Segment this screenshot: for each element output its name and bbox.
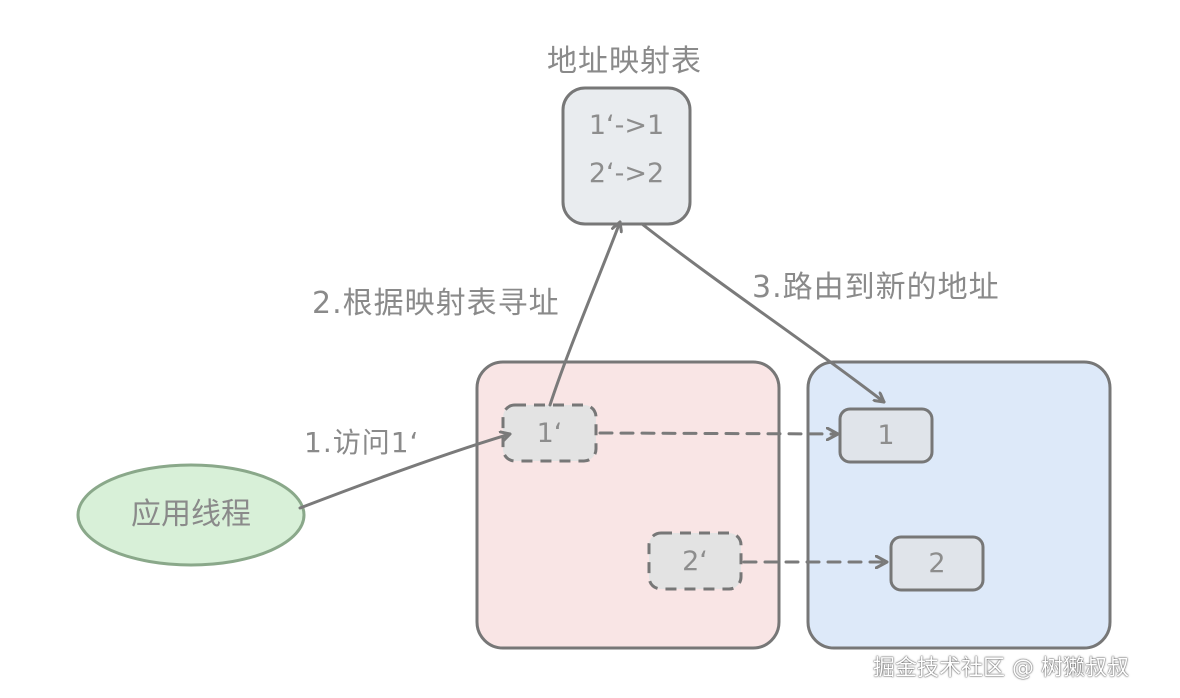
arrow-mapping-to-new-slot: [640, 222, 886, 404]
mapping-table-title: 地址映射表: [547, 44, 702, 79]
mapping-row-1: 1‘->1: [588, 110, 665, 141]
thread-ellipse: [76, 463, 306, 567]
arrow-old-slot-to-mapping: [548, 220, 620, 407]
mapping-row-2: 2‘->2: [588, 158, 665, 189]
new-slot-1-label: 1: [877, 420, 895, 451]
mapping-table-box: [561, 86, 692, 226]
arrow-thread-to-old-slot: [298, 434, 512, 510]
old-slot-1-box: [501, 403, 598, 463]
new-slot-2-box: [889, 535, 985, 592]
step-1-label: 1.访问1‘: [304, 426, 420, 459]
old-slot-2-box: [647, 531, 743, 591]
old-slot-2-label: 2‘: [682, 546, 708, 577]
new-slot-2-label: 2: [928, 548, 946, 579]
thread-label: 应用线程: [131, 497, 251, 532]
new-slot-1-box: [838, 407, 934, 464]
watermark: 掘金技术社区 @ 树獭叔叔: [873, 656, 1129, 681]
new-address-region: [806, 360, 1112, 650]
step-3-label: 3.路由到新的地址: [752, 270, 1000, 305]
step-2-label: 2.根据映射表寻址: [312, 286, 560, 321]
dashed-arrow-slot-1: [598, 433, 840, 434]
old-slot-1-label: 1‘: [536, 418, 563, 449]
